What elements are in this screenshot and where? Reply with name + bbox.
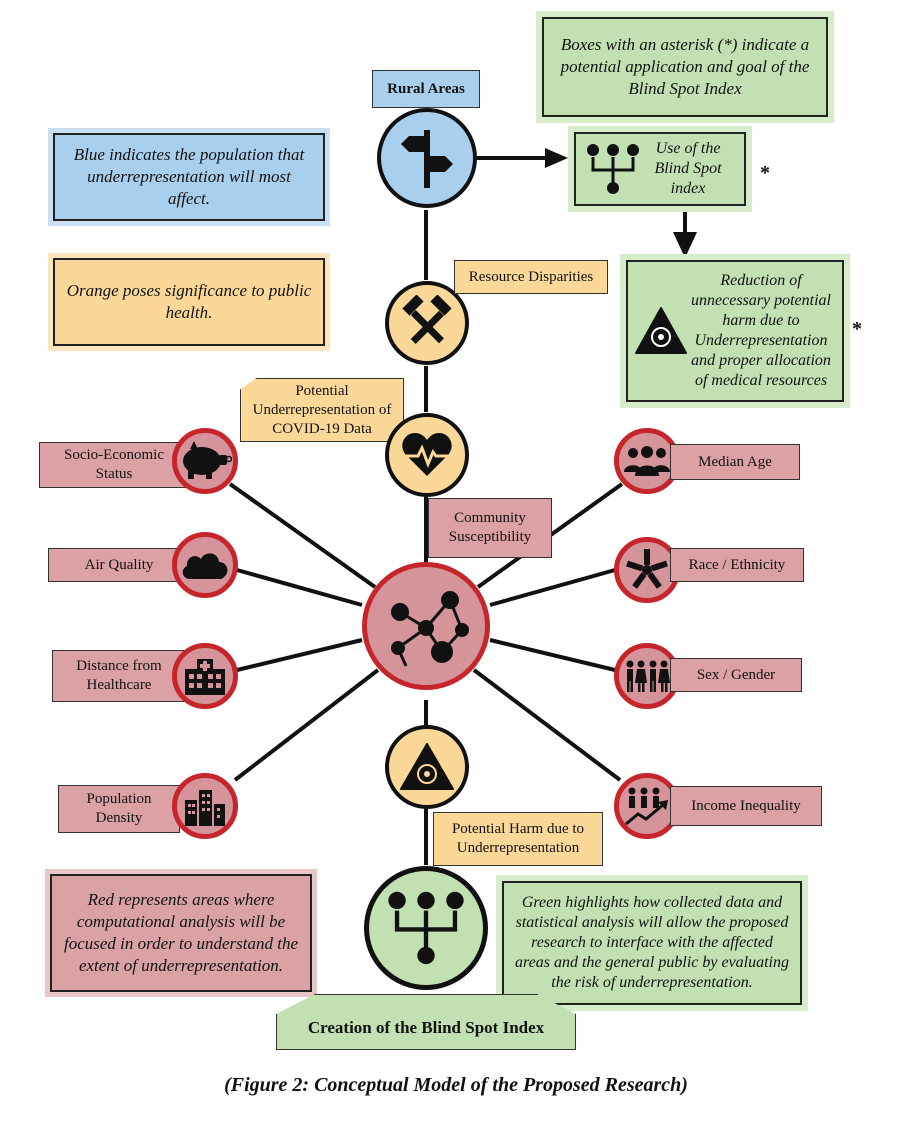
central-network-node bbox=[362, 562, 490, 690]
asterisk-note: Boxes with an asterisk (*) indicate a po… bbox=[542, 17, 828, 117]
group-icon bbox=[624, 446, 670, 476]
use-of-index-box: Use of the Blind Spot index bbox=[574, 132, 746, 206]
factor-race-label: Race / Ethnicity bbox=[670, 548, 804, 582]
factor-distance-text: Distance from Healthcare bbox=[76, 658, 162, 693]
hierarchy-icon bbox=[388, 891, 464, 965]
factor-income-node bbox=[614, 773, 680, 839]
rural-areas-node bbox=[377, 108, 477, 208]
potential-harm-text: Potential Harm due to Underrepresentatio… bbox=[451, 821, 585, 856]
factor-population-density-label: Population Density bbox=[58, 785, 180, 833]
buildings-icon bbox=[185, 790, 225, 826]
heartbeat-icon bbox=[402, 433, 452, 476]
factor-air-quality-label: Air Quality bbox=[48, 548, 190, 582]
cloud-icon bbox=[182, 553, 228, 579]
legend-red: Red represents areas where computational… bbox=[50, 874, 312, 992]
resource-disparities-text: Resource Disparities bbox=[468, 268, 594, 285]
factor-air-quality-node bbox=[172, 532, 238, 598]
factor-socio-economic-text: Socio-Economic Status bbox=[64, 447, 164, 482]
community-susceptibility-label: Community Susceptibility bbox=[428, 498, 552, 558]
hospital-icon bbox=[185, 659, 225, 695]
legend-green-text: Green highlights how collected data and … bbox=[514, 894, 789, 991]
creation-text: Creation of the Blind Spot Index bbox=[307, 1018, 545, 1037]
reduction-label: Reduction of unnecessary potential harm … bbox=[691, 272, 831, 389]
factor-income-text: Income Inequality bbox=[691, 797, 801, 814]
factor-air-quality-text: Air Quality bbox=[84, 556, 154, 573]
hammers-icon bbox=[402, 295, 452, 344]
network-icon bbox=[391, 591, 469, 667]
creation-label: Creation of the Blind Spot Index bbox=[276, 994, 576, 1050]
legend-green: Green highlights how collected data and … bbox=[502, 881, 802, 1005]
reduction-asterisk: * bbox=[852, 318, 862, 340]
covid-data-label: Potential Underrepresentation of COVID-1… bbox=[240, 378, 404, 442]
reduction-box: Reduction of unnecessary potential harm … bbox=[626, 260, 844, 402]
legend-blue: Blue indicates the population that under… bbox=[53, 133, 325, 221]
biohazard-warning-icon bbox=[635, 307, 687, 354]
legend-orange-text: Orange poses significance to public heal… bbox=[66, 281, 312, 322]
factor-socio-economic-label: Socio-Economic Status bbox=[39, 442, 189, 488]
rural-areas-text: Rural Areas bbox=[387, 80, 465, 97]
factor-distance-node bbox=[172, 643, 238, 709]
factor-population-density-node bbox=[172, 773, 238, 839]
piggy-bank-icon bbox=[183, 441, 232, 479]
factor-race-text: Race / Ethnicity bbox=[688, 556, 786, 573]
factor-socio-economic-node bbox=[172, 428, 238, 494]
income-growth-icon bbox=[625, 787, 668, 826]
hands-together-icon bbox=[626, 549, 668, 589]
signpost-icon bbox=[401, 130, 453, 188]
resource-disparities-node bbox=[385, 281, 469, 365]
factor-sex-node bbox=[614, 643, 680, 709]
hierarchy-icon bbox=[587, 144, 639, 194]
blind-spot-index-node bbox=[364, 866, 488, 990]
factor-distance-label: Distance from Healthcare bbox=[52, 650, 186, 702]
rural-areas-label: Rural Areas bbox=[372, 70, 480, 108]
asterisk-note-text: Boxes with an asterisk (*) indicate a po… bbox=[560, 35, 810, 98]
factor-median-age-node bbox=[614, 428, 680, 494]
legend-red-text: Red represents areas where computational… bbox=[63, 890, 299, 975]
potential-harm-node bbox=[385, 725, 469, 809]
factor-sex-text: Sex / Gender bbox=[696, 666, 776, 683]
biohazard-icon bbox=[400, 743, 454, 790]
factor-population-density-text: Population Density bbox=[86, 791, 152, 826]
covid-data-text: Potential Underrepresentation of COVID-1… bbox=[252, 382, 392, 437]
use-of-index-asterisk: * bbox=[760, 162, 770, 184]
use-of-index-label: Use of the Blind Spot index bbox=[654, 140, 722, 197]
potential-harm-label: Potential Harm due to Underrepresentatio… bbox=[433, 812, 603, 866]
community-susceptibility-text: Community Susceptibility bbox=[448, 510, 532, 545]
figure-caption: (Figure 2: Conceptual Model of the Propo… bbox=[224, 1074, 688, 1096]
factor-race-node bbox=[614, 537, 680, 603]
factor-income-label: Income Inequality bbox=[670, 786, 822, 826]
people-icon bbox=[626, 660, 670, 692]
covid-data-node bbox=[385, 413, 469, 497]
factor-median-age-label: Median Age bbox=[670, 444, 800, 480]
factor-sex-label: Sex / Gender bbox=[670, 658, 802, 692]
factor-median-age-text: Median Age bbox=[698, 453, 772, 470]
resource-disparities-label: Resource Disparities bbox=[454, 260, 608, 294]
legend-blue-text: Blue indicates the population that under… bbox=[73, 145, 305, 208]
legend-orange: Orange poses significance to public heal… bbox=[53, 258, 325, 346]
